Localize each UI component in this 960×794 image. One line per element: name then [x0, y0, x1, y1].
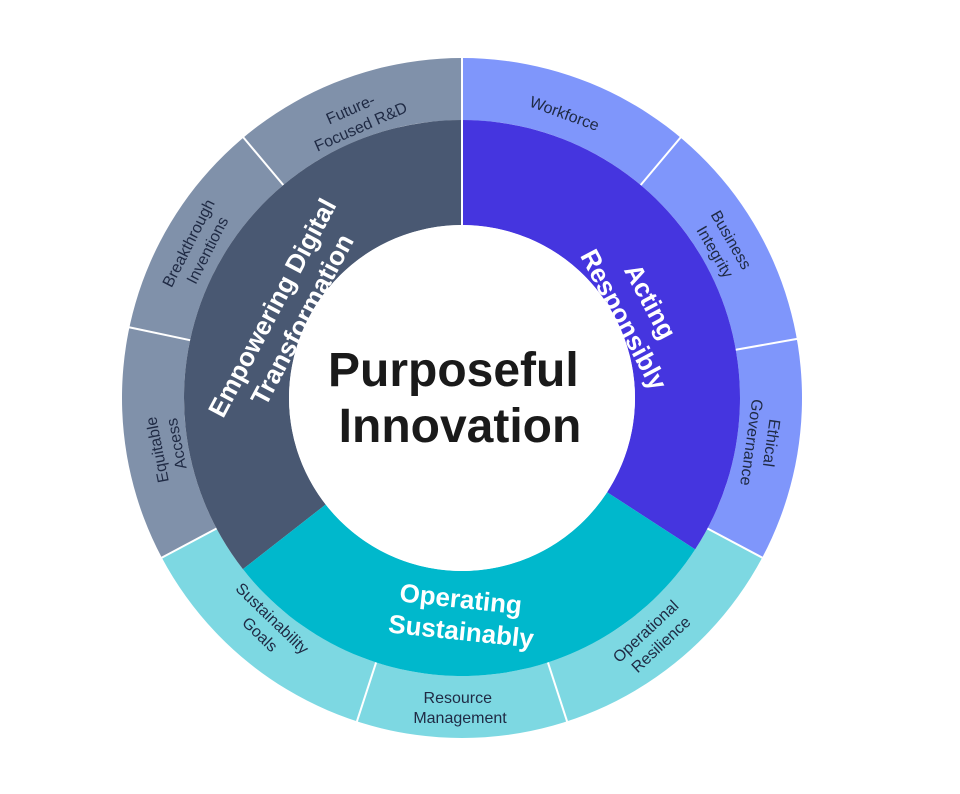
inner-ring-sustainably	[242, 492, 696, 676]
center-title-line1: Purposeful	[328, 344, 579, 397]
segment-dividers	[128, 57, 798, 723]
inner-ring-responsibly	[462, 120, 741, 550]
outer-ring-sustainably	[161, 528, 763, 739]
outer-ring-digital	[121, 58, 463, 558]
pillar-label-sustainably: Operating Sustainably	[387, 577, 539, 654]
outer-ring-responsibly	[462, 58, 803, 558]
center-title: Purposeful Innovation	[328, 344, 592, 453]
outer-divider-5	[355, 662, 378, 723]
outer-divider-6	[160, 527, 218, 559]
outer-divider-3	[706, 527, 764, 559]
outer-divider-1	[639, 136, 682, 186]
outer-divider-7	[128, 326, 191, 342]
inner-ring-digital	[184, 120, 462, 570]
outer-divider-8	[242, 136, 285, 186]
sub-label-resource-management: Resource Management	[413, 690, 507, 727]
center-disc	[289, 225, 635, 571]
outer-divider-2	[735, 337, 798, 351]
center-title-line2: Innovation	[339, 400, 582, 453]
outer-divider-4	[546, 662, 569, 723]
